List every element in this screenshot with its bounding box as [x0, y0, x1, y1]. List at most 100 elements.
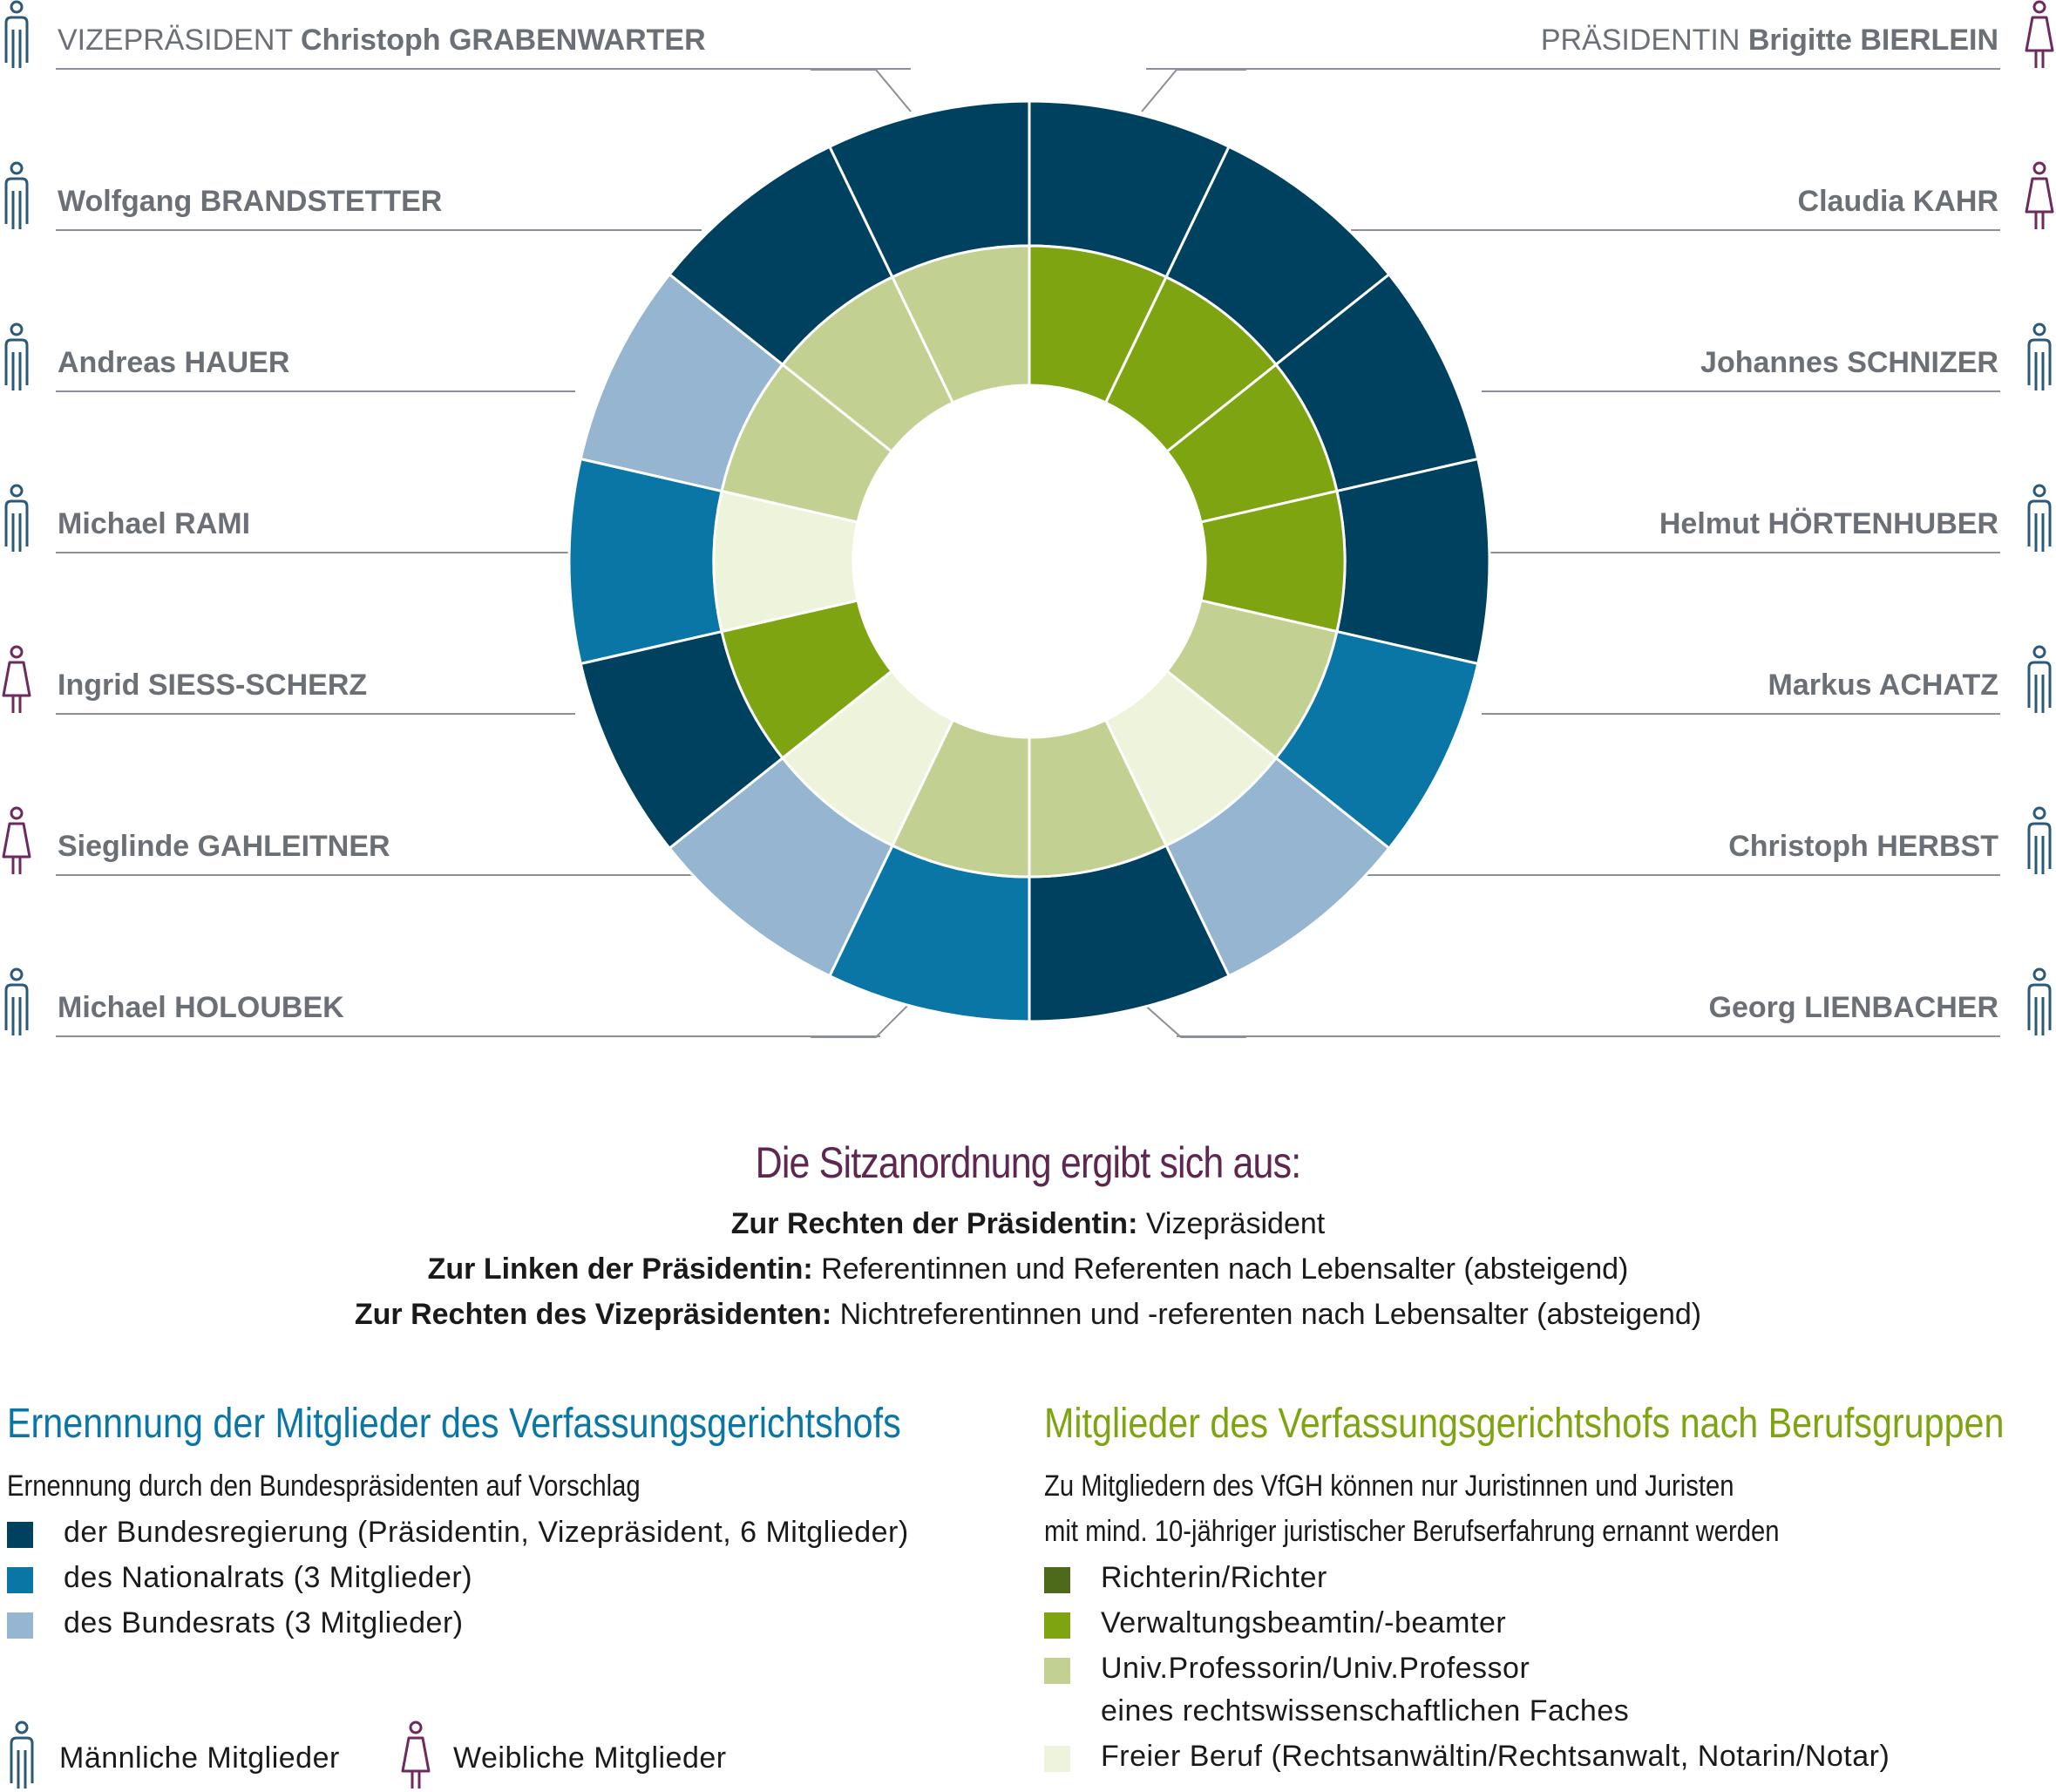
seating-rule-label: Zur Rechten des Vizepräsidenten:: [354, 1298, 832, 1331]
member-row: VIZEPRÄSIDENT Christoph GRABENWARTER: [0, 0, 911, 70]
legend-label: Richterin/Richter: [1101, 1561, 1327, 1594]
legend-swatch: [1044, 1612, 1070, 1639]
member-name-text: Michael RAMI: [58, 507, 251, 540]
leader-line-president: [1141, 69, 1246, 112]
male-person-icon: [7, 1721, 37, 1790]
seating-rule-text: Referentinnen und Referenten nach Lebens…: [812, 1252, 1629, 1286]
member-role: PRÄSIDENTIN: [1540, 24, 1748, 57]
legend-swatch: [1044, 1658, 1070, 1684]
member-name-text: Brigitte BIERLEIN: [1747, 24, 1998, 57]
member-name: Michael HOLOUBEK: [58, 991, 344, 1025]
member-row: PRÄSIDENTIN Brigitte BIERLEIN: [1146, 0, 2056, 70]
member-name-text: Claudia KAHR: [1797, 185, 1998, 218]
member-name-text: Georg LIENBACHER: [1708, 991, 1998, 1024]
outer-seat-segment: [567, 457, 723, 666]
leader-line-holoubek: [811, 1001, 912, 1038]
member-name-text: Ingrid SIESS-SCHERZ: [58, 669, 368, 702]
member-name-text: Michael HOLOUBEK: [58, 991, 344, 1024]
member-underline: [56, 68, 911, 70]
seating-rule-text: Vizepräsident: [1137, 1207, 1326, 1240]
legend-swatch: [7, 1522, 33, 1548]
seating-rule-label: Zur Rechten der Präsidentin:: [730, 1207, 1138, 1240]
member-underline: [56, 552, 571, 553]
member-underline: [1355, 874, 2000, 876]
female-person-icon: [2, 806, 31, 876]
member-row: Michael HOLOUBEK: [0, 967, 880, 1037]
male-person-icon: [2, 484, 31, 553]
member-name-text: Christoph GRABENWARTER: [301, 24, 706, 57]
male-person-icon: [2, 161, 31, 231]
male-person-icon: [2025, 967, 2054, 1037]
female-person-icon: [401, 1721, 431, 1790]
member-name: Michael RAMI: [58, 507, 250, 541]
member-name: Georg LIENBACHER: [1709, 991, 1998, 1025]
member-underline: [56, 713, 575, 715]
male-person-icon: [2, 0, 31, 70]
seating-rule-text: Nichtreferentinnen und -referenten nach …: [831, 1298, 1702, 1331]
legend-label: Freier Beruf (Rechtsanwältin/Rechtsanwal…: [1101, 1740, 1890, 1773]
leader-line-vice-president: [811, 69, 912, 112]
legend-swatch: [1044, 1746, 1070, 1772]
member-row: Claudia KAHR: [1351, 161, 2056, 231]
member-name: Christoph HERBST: [1728, 830, 1998, 864]
member-row: Ingrid SIESS-SCHERZ: [0, 645, 575, 715]
male-person-icon: [2025, 645, 2054, 715]
member-row: Helmut HÖRTENHUBER: [1486, 484, 2056, 553]
member-name-text: Markus ACHATZ: [1768, 669, 1998, 702]
member-underline: [56, 874, 702, 876]
member-underline: [56, 1035, 880, 1037]
member-underline: [56, 229, 702, 231]
member-name: Wolfgang BRANDSTETTER: [58, 185, 442, 219]
member-underline: [1482, 390, 2000, 392]
seating-rule: Zur Rechten des Vizepräsidenten: Nichtre…: [0, 1298, 2056, 1332]
male-person-icon: [2025, 484, 2054, 553]
member-row: Christoph HERBST: [1355, 806, 2056, 876]
member-underline: [56, 390, 575, 392]
member-name: Claudia KAHR: [1798, 185, 1998, 219]
seating-rule: Zur Linken der Präsidentin: Referentinne…: [0, 1252, 2056, 1286]
member-underline: [1177, 1035, 2000, 1037]
member-underline: [1482, 713, 2000, 715]
seating-wheel: [567, 99, 1491, 1023]
member-name: Johannes SCHNIZER: [1700, 346, 1998, 380]
member-name: Helmut HÖRTENHUBER: [1659, 507, 1998, 541]
inner-seat-segment: [890, 244, 1031, 405]
member-name-text: Sieglinde GAHLEITNER: [58, 830, 390, 863]
member-name: PRÄSIDENTIN Brigitte BIERLEIN: [1541, 24, 1998, 58]
female-person-icon: [2, 645, 31, 715]
legend-label: Verwaltungsbeamtin/-beamter: [1101, 1606, 1507, 1639]
member-name-text: Christoph HERBST: [1728, 830, 1998, 863]
legend-label: Univ.Professorin/Univ.Professor: [1101, 1652, 1530, 1685]
member-name: Andreas HAUER: [58, 346, 289, 380]
legend-swatch: [7, 1567, 33, 1593]
professions-title: Mitglieder des Verfassungsgerichtshofs n…: [1044, 1401, 2005, 1447]
seating-rule-label: Zur Linken der Präsidentin:: [427, 1252, 813, 1286]
member-row: Markus ACHATZ: [1482, 645, 2056, 715]
member-name: Sieglinde GAHLEITNER: [58, 830, 390, 864]
male-person-icon: [2025, 322, 2054, 392]
member-row: Sieglinde GAHLEITNER: [0, 806, 702, 876]
member-name: Markus ACHATZ: [1768, 669, 1998, 703]
member-name-text: Wolfgang BRANDSTETTER: [58, 185, 443, 218]
male-person-icon: [2, 322, 31, 392]
professions-subtitle-2: mit mind. 10-jähriger juristischer Beruf…: [1044, 1515, 1780, 1548]
member-underline: [1146, 68, 2000, 70]
member-underline: [1351, 229, 2000, 231]
legend-label: der Bundesregierung (Präsidentin, Vizepr…: [64, 1516, 909, 1549]
legend-swatch: [1044, 1567, 1070, 1593]
seating-headline: Die Sitzanordnung ergibt sich aus:: [755, 1138, 1302, 1187]
member-name-text: Johannes SCHNIZER: [1700, 346, 1998, 379]
female-person-icon: [2025, 161, 2054, 231]
outer-seat-segment: [1335, 457, 1491, 666]
professor-line-2: eines rechtswissenschaftlichen Faches: [1101, 1694, 1630, 1728]
appointment-subtitle: Ernennung durch den Bundespräsidenten au…: [7, 1470, 641, 1503]
member-name-text: Andreas HAUER: [58, 346, 290, 379]
male-person-icon: [2, 967, 31, 1037]
professions-subtitle-1: Zu Mitgliedern des VfGH können nur Juris…: [1044, 1470, 1734, 1503]
member-row: Wolfgang BRANDSTETTER: [0, 161, 702, 231]
leader-lines: [811, 69, 1246, 1038]
legend-label: des Nationalrats (3 Mitglieder): [64, 1561, 473, 1594]
female-person-icon: [2025, 0, 2054, 70]
seating-rule: Zur Rechten der Präsidentin: Vizepräside…: [0, 1207, 2056, 1241]
member-name: Ingrid SIESS-SCHERZ: [58, 669, 367, 703]
